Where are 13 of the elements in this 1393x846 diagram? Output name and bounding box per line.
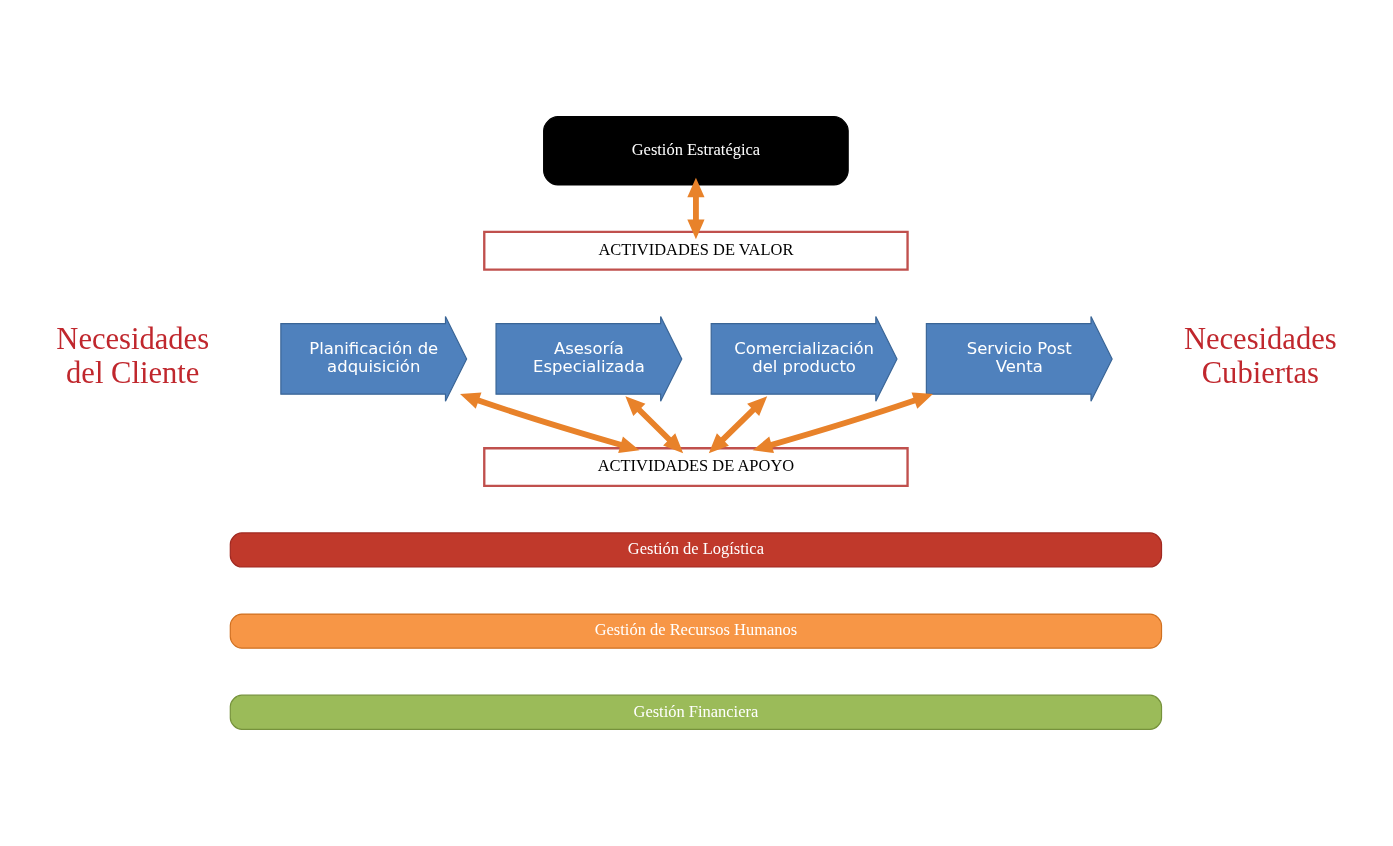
arrow — [625, 396, 684, 454]
node-box: Gestión de Recursos Humanos — [229, 613, 1163, 649]
node-box: Gestión Estratégica — [543, 116, 849, 186]
arrow — [752, 392, 933, 454]
label: Necesidades del Cliente — [56, 322, 210, 391]
node-box: ACTIVIDADES DE VALOR — [483, 230, 909, 271]
node-box: Gestión Financiera — [229, 694, 1163, 730]
label: Necesidades Cubiertas — [1183, 322, 1337, 391]
node-box: ACTIVIDADES DE APOYO — [483, 447, 909, 488]
arrow — [687, 177, 705, 240]
arrow — [460, 392, 640, 454]
node-box: Gestión de Logística — [229, 532, 1163, 568]
arrow — [708, 396, 768, 454]
